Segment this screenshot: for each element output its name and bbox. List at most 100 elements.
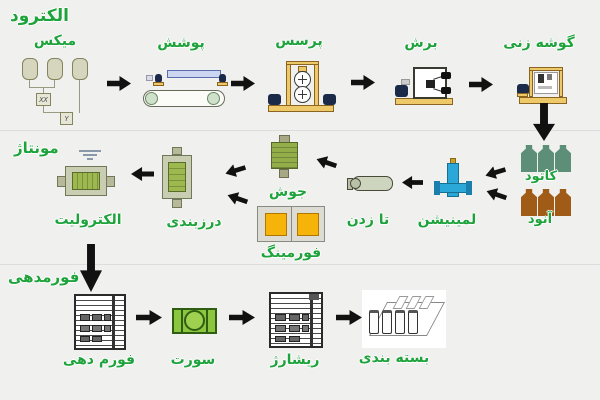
cathode-sheet <box>538 145 554 172</box>
step-label-welding: جوش <box>268 184 308 200</box>
calender-press-icon <box>266 58 338 114</box>
section-label-formation: فورمدهی <box>8 268 80 286</box>
roller-cap <box>350 178 361 189</box>
arrow-welding-to-sealing <box>224 161 248 180</box>
frame-post <box>529 68 533 97</box>
cell-body <box>168 162 186 192</box>
section-label-electrode: الکترود <box>10 6 69 26</box>
rack-rail <box>310 294 313 346</box>
roll-support <box>219 74 226 83</box>
die <box>538 74 544 83</box>
arrow-pouch-forming-to-sealing <box>225 189 249 208</box>
arrow-press-to-cutting <box>351 75 375 90</box>
step-label-sorting: سورت <box>170 352 216 368</box>
arrow-anode-to-lamination <box>484 185 508 204</box>
conveyor-roller <box>207 92 220 105</box>
formation-rack-icon <box>74 294 126 350</box>
takeup-spool <box>441 72 451 79</box>
step-label-press: پرسس <box>275 33 323 49</box>
anode-sheets-icon <box>521 189 572 216</box>
press-roller <box>294 86 311 103</box>
packed-cells-icon <box>362 290 446 348</box>
arrow-lamination-to-folding <box>402 176 423 189</box>
rack-cell <box>289 336 300 342</box>
rack-cell <box>92 314 102 321</box>
feed-spool <box>517 84 529 95</box>
step-label-notching: گوشه زنی <box>503 35 575 51</box>
cell-tab <box>172 147 182 155</box>
step-label-anode: آنود <box>527 212 553 227</box>
arrow-sorting-to-recharging <box>229 310 255 325</box>
feed-spool <box>395 85 408 97</box>
tray-slot <box>181 310 183 332</box>
sorting-tray-icon <box>172 308 217 334</box>
step-label-pouch-forming: فورمینگ <box>260 245 322 261</box>
arrow-coating-to-press <box>231 76 255 91</box>
rack-cell <box>275 325 286 332</box>
step-label-lamination: لمینیشن <box>417 212 477 228</box>
mixing-tanks-icon: XX Y <box>20 56 92 126</box>
section-divider <box>0 130 600 131</box>
cell-tab <box>106 176 115 187</box>
end-cap <box>466 181 472 195</box>
support-base <box>153 82 164 86</box>
step-label-packaging: بسته بندی <box>358 350 430 366</box>
conveyor-roller <box>145 92 158 105</box>
step-label-mix: میکس <box>33 33 77 49</box>
arrow-mix-to-coating <box>107 76 131 91</box>
coated-film <box>167 70 221 78</box>
pipe <box>29 80 30 88</box>
die-divider <box>291 207 292 241</box>
cell-body <box>271 142 298 169</box>
guide <box>401 79 410 85</box>
press-post <box>286 62 291 106</box>
film-spool <box>323 94 336 105</box>
film-spool <box>268 94 281 105</box>
recharge-rack-icon <box>269 292 323 348</box>
roll-support <box>155 74 162 83</box>
machine-base <box>395 98 453 105</box>
slitting-machine-icon <box>393 64 455 108</box>
step-label-forming: فورم دهی <box>62 352 136 368</box>
rack-cell <box>104 314 111 321</box>
spool-base <box>517 93 528 97</box>
lamination-machine-icon <box>434 158 472 204</box>
anode-sheet <box>521 189 537 216</box>
tray-slot <box>206 310 208 332</box>
welding-cell-icon <box>269 133 301 179</box>
press-top-bar <box>286 61 319 65</box>
liquid-symbol <box>87 158 93 160</box>
die <box>547 74 552 80</box>
arrow-forming-to-sorting <box>136 310 162 325</box>
pipe <box>54 80 55 88</box>
press-post <box>314 62 319 106</box>
step-label-cathode: کاتود <box>524 169 558 184</box>
coater-head <box>146 75 153 81</box>
rack-cell <box>289 325 300 332</box>
anode-sheet <box>555 189 571 216</box>
rack-cell <box>302 314 309 321</box>
tank <box>72 58 88 80</box>
cathode-sheet <box>521 145 537 172</box>
rack-cell <box>104 325 111 332</box>
conveyor-belt <box>143 90 225 107</box>
pipe <box>43 106 44 113</box>
liquid-symbol <box>83 154 97 156</box>
rack-cell <box>80 314 90 321</box>
rack-cell <box>289 314 300 321</box>
anode-sheet <box>538 189 554 216</box>
packed-cell <box>382 310 392 334</box>
section-label-assembly: مونتاژ <box>14 139 59 157</box>
cell-body <box>72 172 100 190</box>
forming-die <box>265 213 287 236</box>
step-label-cutting: برش <box>404 35 438 51</box>
step-label-coating: پوشش <box>157 35 205 51</box>
packed-cell <box>369 310 379 334</box>
rack-rail <box>112 296 115 348</box>
notching-machine-icon <box>517 64 569 108</box>
mixer-box: XX <box>36 93 51 106</box>
rack-cell <box>92 336 102 342</box>
electrolyte-filling-icon <box>55 150 117 202</box>
arrow-cutting-to-notching <box>469 77 493 92</box>
